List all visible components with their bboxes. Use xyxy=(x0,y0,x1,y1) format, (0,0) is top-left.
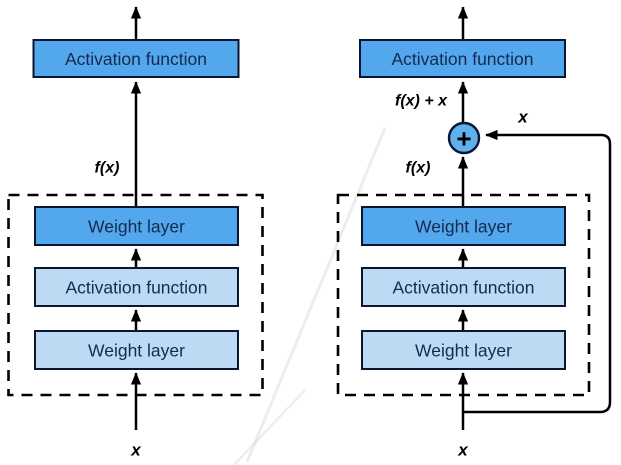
left-inner-activation-box xyxy=(34,267,239,307)
watermark-diagonal-gray xyxy=(245,127,387,463)
right-skip-connection-path xyxy=(463,129,612,414)
left-weight-layer-1-label: Weight layer xyxy=(88,341,185,361)
right-weight-layer-1-label: Weight layer xyxy=(415,341,512,361)
residual-network-diagram: Activation function f(x) + x x + f(x) We… xyxy=(336,6,612,460)
right-sum-label: f(x) + x xyxy=(395,93,448,110)
plain-network-diagram: Activation function f(x) Weight layer Ac… xyxy=(7,6,264,460)
left-input-label: x xyxy=(130,441,142,460)
right-fx-label: f(x) xyxy=(406,160,431,177)
left-weight-layer-2-box xyxy=(34,206,239,246)
right-output-activation-box xyxy=(359,39,566,78)
left-fx-label: f(x) xyxy=(95,160,120,177)
watermark-lines xyxy=(233,127,387,465)
right-inner-activation-box xyxy=(361,267,566,307)
right-output-activation-label: Activation function xyxy=(391,49,533,69)
left-output-activation-label: Activation function xyxy=(65,49,207,69)
right-inner-activation-label: Activation function xyxy=(392,278,534,298)
plus-icon: + xyxy=(456,124,471,154)
sum-circle xyxy=(447,121,481,155)
right-weight-layer-2-box xyxy=(361,206,566,246)
left-output-activation-box xyxy=(32,39,240,78)
right-input-label: x xyxy=(457,441,469,460)
right-weight-layer-2-label: Weight layer xyxy=(415,217,512,237)
watermark-diagonal-pink xyxy=(233,389,306,465)
right-weight-layer-1-box xyxy=(361,330,566,370)
right-skip-label: x xyxy=(517,108,529,127)
left-weight-layer-1-box xyxy=(34,330,239,370)
left-weight-layer-2-label: Weight layer xyxy=(88,217,185,237)
left-inner-activation-label: Activation function xyxy=(65,278,207,298)
